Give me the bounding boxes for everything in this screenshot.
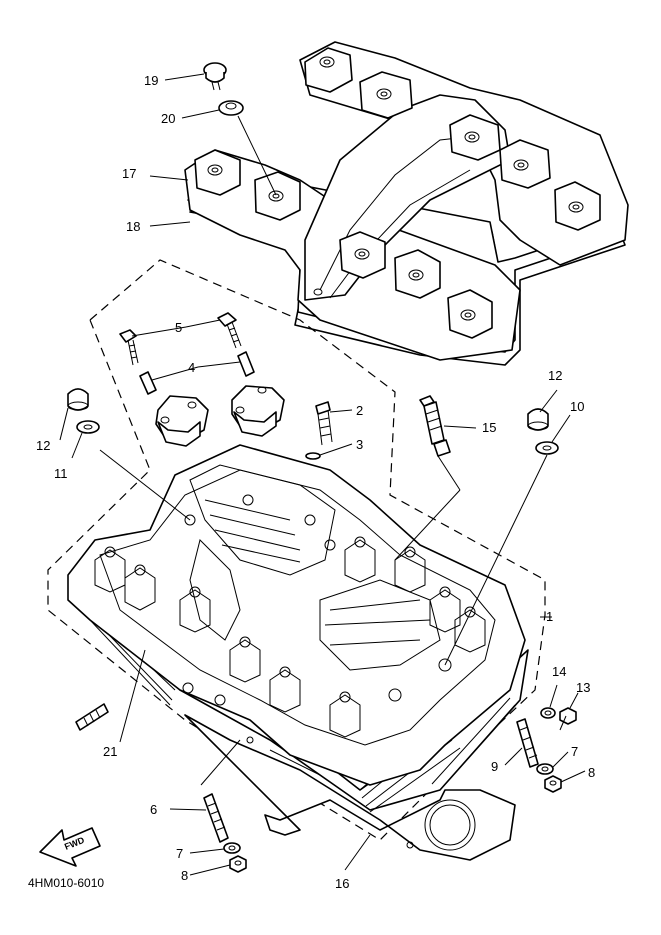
nut-8-right [544, 775, 562, 793]
callout-numbers: 1 2 3 4 5 6 7 8 9 10 11 12 12 13 14 15 1… [36, 73, 595, 891]
stud-bolt-21 [75, 703, 109, 731]
callout-10: 10 [570, 399, 584, 414]
cylinder-head-gasket [184, 714, 516, 861]
drawing-code: 4HM010-6010 [28, 876, 104, 890]
callout-15: 15 [482, 420, 496, 435]
camshaft-cap-right [231, 385, 285, 437]
callout-19: 19 [144, 73, 158, 88]
cover-bolt-19 [203, 62, 227, 91]
dowel-pin-right [237, 351, 255, 377]
cap-bolt-right [217, 312, 242, 349]
cap-bolt-left [119, 329, 139, 366]
callout-11: 11 [54, 466, 68, 481]
washer-7-lower [223, 842, 241, 854]
nut-8-lower [229, 855, 247, 873]
cap-nut-right [527, 408, 549, 431]
callout-16: 16 [335, 876, 349, 891]
cylinder-head [67, 444, 529, 813]
dowel-pin-left [139, 371, 157, 395]
washer-right [535, 441, 559, 455]
forward-arrow-icon: FWD [39, 827, 101, 867]
callout-12-right: 12 [548, 368, 562, 383]
callout-4: 4 [188, 360, 195, 375]
callout-12-left: 12 [36, 438, 50, 453]
stud-bolt-6 [203, 793, 229, 843]
callout-6: 6 [150, 802, 157, 817]
o-ring-3 [305, 452, 321, 460]
cylinder-head-cover [184, 41, 629, 366]
washer-7-right [536, 763, 554, 775]
callout-20: 20 [161, 111, 175, 126]
callout-9: 9 [491, 759, 498, 774]
callout-5: 5 [175, 320, 182, 335]
callout-21: 21 [103, 744, 117, 759]
callout-8-lower: 8 [181, 868, 188, 883]
assembly-boundary [47, 259, 546, 841]
callout-3: 3 [356, 437, 363, 452]
callout-7-lower: 7 [176, 846, 183, 861]
cap-nut-left [67, 388, 89, 411]
callout-17: 17 [122, 166, 136, 181]
camshaft-cap-left [155, 395, 209, 447]
bolt-13 [559, 707, 577, 731]
spark-plug [419, 395, 451, 457]
callout-2: 2 [356, 403, 363, 418]
washer-14 [540, 707, 556, 719]
callout-14: 14 [552, 664, 566, 679]
stud-bolt-9 [516, 718, 539, 768]
callout-18: 18 [126, 219, 140, 234]
callout-7-right: 7 [571, 744, 578, 759]
callout-1: 1 [546, 609, 553, 624]
leader-lines [59, 73, 586, 876]
stud-bolt-2 [315, 401, 333, 446]
grommet-20 [218, 100, 244, 116]
callout-8-right: 8 [588, 765, 595, 780]
callout-13: 13 [576, 680, 590, 695]
washer-left [76, 420, 100, 434]
